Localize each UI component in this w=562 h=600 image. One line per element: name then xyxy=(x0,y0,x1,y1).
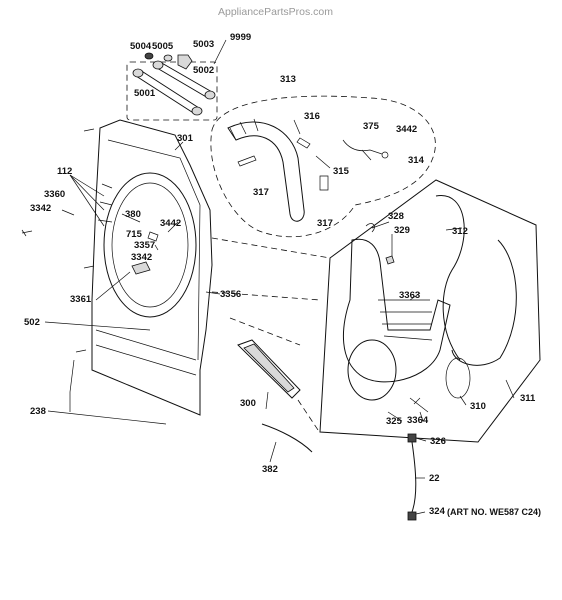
callout-3360: 3360 xyxy=(44,189,65,200)
mounting-screws xyxy=(21,128,95,353)
callout-3361: 3361 xyxy=(70,294,92,305)
callout-5001: 5001 xyxy=(134,88,156,99)
gasket-clips xyxy=(97,183,113,223)
lint-filter-300 xyxy=(237,339,313,453)
callout-5002: 5002 xyxy=(193,65,214,76)
callout-382: 382 xyxy=(262,464,278,475)
kickplate-lines xyxy=(95,329,197,376)
callout-317: 317 xyxy=(253,187,269,198)
callout-312: 312 xyxy=(452,226,468,237)
art-number: (ART NO. WE587 C24) xyxy=(447,507,541,517)
connector-324 xyxy=(407,511,417,521)
callout-715: 715 xyxy=(126,229,143,240)
hose-end-fitting xyxy=(152,60,164,70)
blower-housing xyxy=(347,339,397,401)
harness-wire xyxy=(411,441,417,513)
callout-380: 380 xyxy=(125,209,141,220)
callout-3363: 3363 xyxy=(399,290,420,301)
callout-317-b: 317 xyxy=(317,218,333,229)
callout-375: 375 xyxy=(363,121,380,132)
callout-315: 315 xyxy=(333,166,350,177)
callout-313: 313 xyxy=(280,74,296,85)
callout-311: 311 xyxy=(520,393,536,404)
gasket-382 xyxy=(261,423,313,453)
callout-3356: 3356 xyxy=(220,289,241,300)
leader-lines xyxy=(44,119,515,515)
callout-3357: 3357 xyxy=(134,240,155,251)
callout-112: 112 xyxy=(57,166,72,177)
panel-inner-edge xyxy=(107,139,201,361)
screw-329 xyxy=(385,255,395,265)
leader-9999 xyxy=(213,39,227,65)
seal-310 xyxy=(445,357,471,399)
callout-324: 324 xyxy=(429,506,446,517)
washer-5005 xyxy=(163,54,173,62)
front-panel-301 xyxy=(91,119,213,416)
y-connector-5003 xyxy=(177,54,193,70)
screw-238 xyxy=(69,359,75,412)
callout-3342: 3342 xyxy=(30,203,51,214)
harness-22 xyxy=(407,433,417,521)
assembly-outline-313 xyxy=(210,95,436,238)
duct-ribs xyxy=(378,299,433,341)
door-opening xyxy=(103,172,197,318)
latch-3361 xyxy=(131,261,151,275)
callout-22: 22 xyxy=(429,473,440,484)
callout-502: 502 xyxy=(24,317,40,328)
wire-harness-375 xyxy=(342,139,383,155)
callout-3342-b: 3342 xyxy=(131,252,152,263)
clip-317-b xyxy=(319,175,329,191)
switch-3357 xyxy=(147,231,159,242)
lint-filter-body xyxy=(237,339,301,399)
seal-310-arc xyxy=(451,239,517,366)
clip-316 xyxy=(296,137,311,149)
callout-301: 301 xyxy=(177,133,194,144)
callout-314: 314 xyxy=(408,155,425,166)
callout-238: 238 xyxy=(30,406,46,417)
callout-3442: 3442 xyxy=(396,124,417,135)
callout-9999: 9999 xyxy=(230,32,251,43)
duct-assembly xyxy=(210,95,436,238)
clip-328 xyxy=(365,223,375,233)
connector-3442 xyxy=(381,151,389,159)
assembly-outline-311 xyxy=(319,179,541,443)
hose-end-fitting xyxy=(191,106,203,116)
callout-3364: 3364 xyxy=(407,415,429,426)
washer-5004 xyxy=(144,52,154,60)
hose-312 xyxy=(435,195,465,361)
hose-end-fitting xyxy=(204,90,216,100)
water-hose-kit xyxy=(126,39,227,121)
rear-drum-assembly xyxy=(319,179,541,443)
clip-317 xyxy=(237,155,257,167)
door-opening-inner xyxy=(111,182,189,308)
front-panel-assembly xyxy=(21,119,213,416)
callout-310: 310 xyxy=(470,401,486,412)
hose-kit-frame xyxy=(126,61,218,121)
callout-5004: 5004 xyxy=(130,41,152,52)
hose-5001 xyxy=(135,69,200,115)
callout-300: 300 xyxy=(240,398,256,409)
bracket-tabs xyxy=(229,118,259,141)
callout-labels: 5004 5005 5003 9999 5002 5001 313 316 37… xyxy=(24,32,541,517)
callout-328: 328 xyxy=(388,211,404,222)
lint-filter-screen xyxy=(243,343,295,393)
duct-bracket-316 xyxy=(227,121,305,222)
duct-3363 xyxy=(342,238,451,383)
sensor-3364 xyxy=(409,397,429,413)
callout-326: 326 xyxy=(430,436,446,447)
callout-329: 329 xyxy=(394,225,410,236)
callout-325: 325 xyxy=(386,416,403,427)
callout-3442-b: 3442 xyxy=(160,218,181,229)
callout-316: 316 xyxy=(304,111,320,122)
callout-5003: 5003 xyxy=(193,39,214,50)
hose-end-fitting xyxy=(132,68,144,78)
watermark: AppliancePartsPros.com xyxy=(218,6,333,18)
connector-326 xyxy=(407,433,417,443)
assembly-guide-lines xyxy=(211,237,331,431)
hose-5002 xyxy=(156,61,213,99)
callout-5005: 5005 xyxy=(152,41,174,52)
